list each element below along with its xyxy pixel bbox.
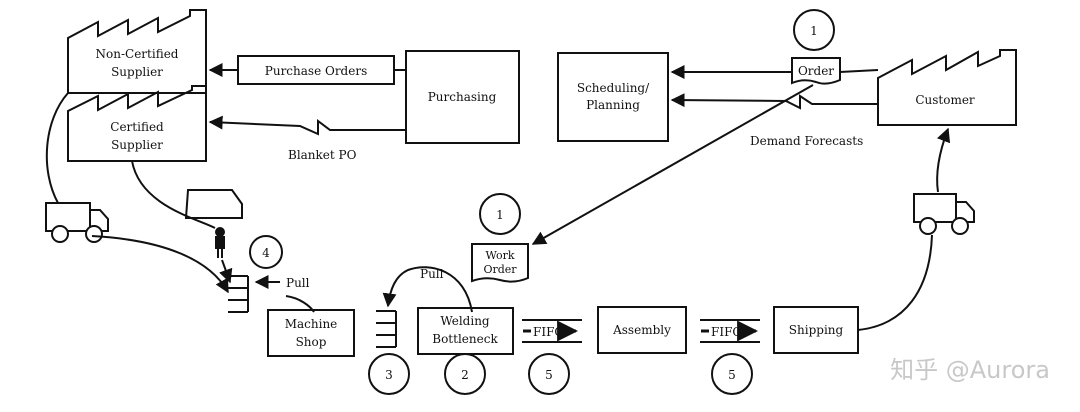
order-label: Order: [798, 64, 834, 78]
customer-label: Customer: [915, 93, 975, 107]
scheduling-label-2: Planning: [586, 98, 640, 112]
blanket-po-arrow: [208, 115, 406, 136]
work-order-marker: [479, 193, 521, 235]
shipping-box: Shipping: [773, 306, 859, 354]
truck-to-customer-arrow: [936, 127, 951, 193]
truck-to-machine-shop-arrow: [91, 235, 229, 294]
customer-factory: Customer: [877, 49, 1017, 126]
purchasing-label: Purchasing: [428, 90, 497, 104]
order-marker: [793, 9, 835, 51]
demand-forecasts-label: Demand Forecasts: [750, 134, 863, 148]
scheduling-box: Scheduling/ Planning: [557, 52, 669, 142]
order-to-work-order-arrow: [531, 84, 814, 245]
machine-shop-label-2: Shop: [296, 335, 327, 349]
supermarket-left-icon: [228, 275, 249, 313]
fifo-lane-1: FIFO: [522, 319, 582, 343]
outbound-truck-icon: [913, 193, 975, 235]
fifo-2-marker-number: 5: [728, 368, 736, 382]
fifo-lane-2: FIFO: [700, 319, 760, 343]
kanban-middle-marker: [368, 353, 410, 395]
operator-to-supermarket-arrow: [219, 259, 233, 284]
supermarket-middle-icon: [376, 310, 397, 348]
work-order-label-2: Order: [483, 263, 517, 276]
purchasing-box: Purchasing: [405, 50, 520, 144]
kanban-middle-marker-number: 3: [385, 368, 393, 382]
noncert-supplier-label-1: Non-Certified: [96, 47, 179, 61]
noncert-supplier-factory: Non-Certified Supplier: [67, 9, 207, 94]
watermark-text: 知乎 @Aurora: [890, 356, 1050, 384]
fifo-1-label: FIFO: [533, 325, 564, 339]
assembly-label: Assembly: [612, 323, 671, 337]
cert-supplier-label-2: Supplier: [111, 138, 163, 152]
welding-marker: [444, 353, 486, 395]
pull-middle-arrow: [382, 266, 473, 313]
welding-label-2: Bottleneck: [432, 332, 498, 346]
pull-left-label: Pull: [286, 276, 310, 290]
work-order-label-1: Work: [485, 249, 514, 262]
scheduling-label-1: Scheduling/: [577, 81, 650, 95]
order-box: Order: [791, 57, 841, 85]
machine-shop-box: Machine Shop: [267, 309, 355, 357]
customer-to-order-connector: [839, 69, 879, 73]
cert-supplier-label-1: Certified: [110, 120, 164, 134]
machine-shop-label-1: Machine: [285, 317, 338, 331]
purchase-orders-box: Purchase Orders: [237, 55, 395, 85]
purchase-orders-label: Purchase Orders: [265, 64, 367, 78]
noncert-supplier-label-2: Supplier: [111, 65, 163, 79]
delivery-cart-icon: [184, 189, 243, 219]
cert-supplier-connector: [131, 160, 216, 229]
work-order-marker-number: 1: [496, 208, 504, 222]
supplier-truck-connector: [45, 92, 69, 204]
cert-supplier-factory: Certified Supplier: [67, 85, 207, 162]
work-order-box: Work Order: [471, 243, 529, 283]
kanban-left-marker-number: 4: [262, 246, 270, 260]
order-marker-number: 1: [810, 24, 818, 38]
demand-forecast-arrow: [670, 93, 878, 110]
fifo-1-marker-number: 5: [545, 368, 553, 382]
kanban-left-marker: [249, 235, 283, 269]
assembly-box: Assembly: [597, 306, 687, 354]
welding-label-1: Welding: [440, 314, 490, 328]
shipping-truck-connector: [857, 234, 933, 331]
fifo-2-marker: [711, 353, 753, 395]
welding-marker-number: 2: [461, 368, 469, 382]
pull-middle-label: Pull: [420, 267, 444, 281]
shipping-label: Shipping: [789, 323, 844, 337]
welding-bottleneck-box: Welding Bottleneck: [417, 307, 514, 355]
inbound-truck-icon: [45, 202, 109, 243]
fifo-2-label: FIFO: [711, 325, 742, 339]
operator-icon: [215, 227, 225, 258]
blanket-po-label: Blanket PO: [288, 148, 357, 162]
fifo-1-marker: [528, 353, 570, 395]
